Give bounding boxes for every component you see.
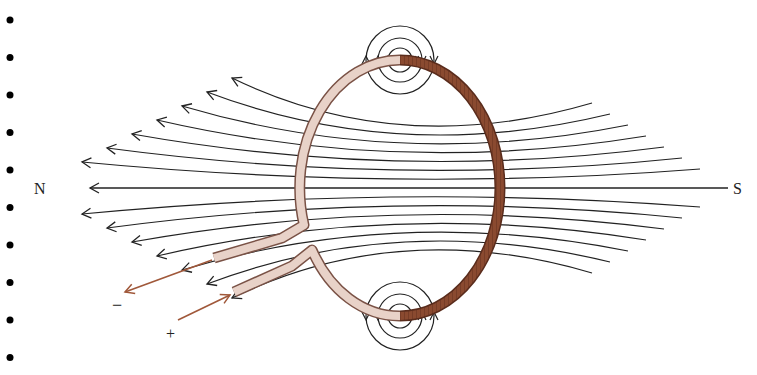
field-line <box>232 78 592 126</box>
bullet-dot <box>7 129 14 136</box>
pole-label: N <box>34 181 46 197</box>
bullet-dot <box>7 204 14 211</box>
bullet-dot <box>7 242 14 249</box>
bullet-dot <box>7 354 14 361</box>
bullet-dot <box>7 17 14 24</box>
current-arrow <box>178 295 230 320</box>
bullet-dot <box>7 167 14 174</box>
field-line <box>132 134 664 162</box>
terminal-label: + <box>166 326 175 342</box>
axis-line <box>90 187 728 188</box>
loop-wire <box>234 250 400 316</box>
loop-outline <box>400 60 500 316</box>
bullet-dot <box>7 317 14 324</box>
loop-outline <box>234 250 400 316</box>
loop-outline <box>214 60 400 258</box>
current-arrow <box>125 260 212 292</box>
bullet-dot <box>7 92 14 99</box>
loop-wire <box>214 60 400 258</box>
terminal-label: − <box>112 296 122 314</box>
loop-wire <box>400 60 500 316</box>
bullet-dot <box>7 279 14 286</box>
wire-field-circles <box>362 26 438 350</box>
bullet-dot <box>7 54 14 61</box>
field-line <box>132 214 664 242</box>
list-bullets <box>7 17 14 362</box>
pole-label: S <box>733 181 742 197</box>
